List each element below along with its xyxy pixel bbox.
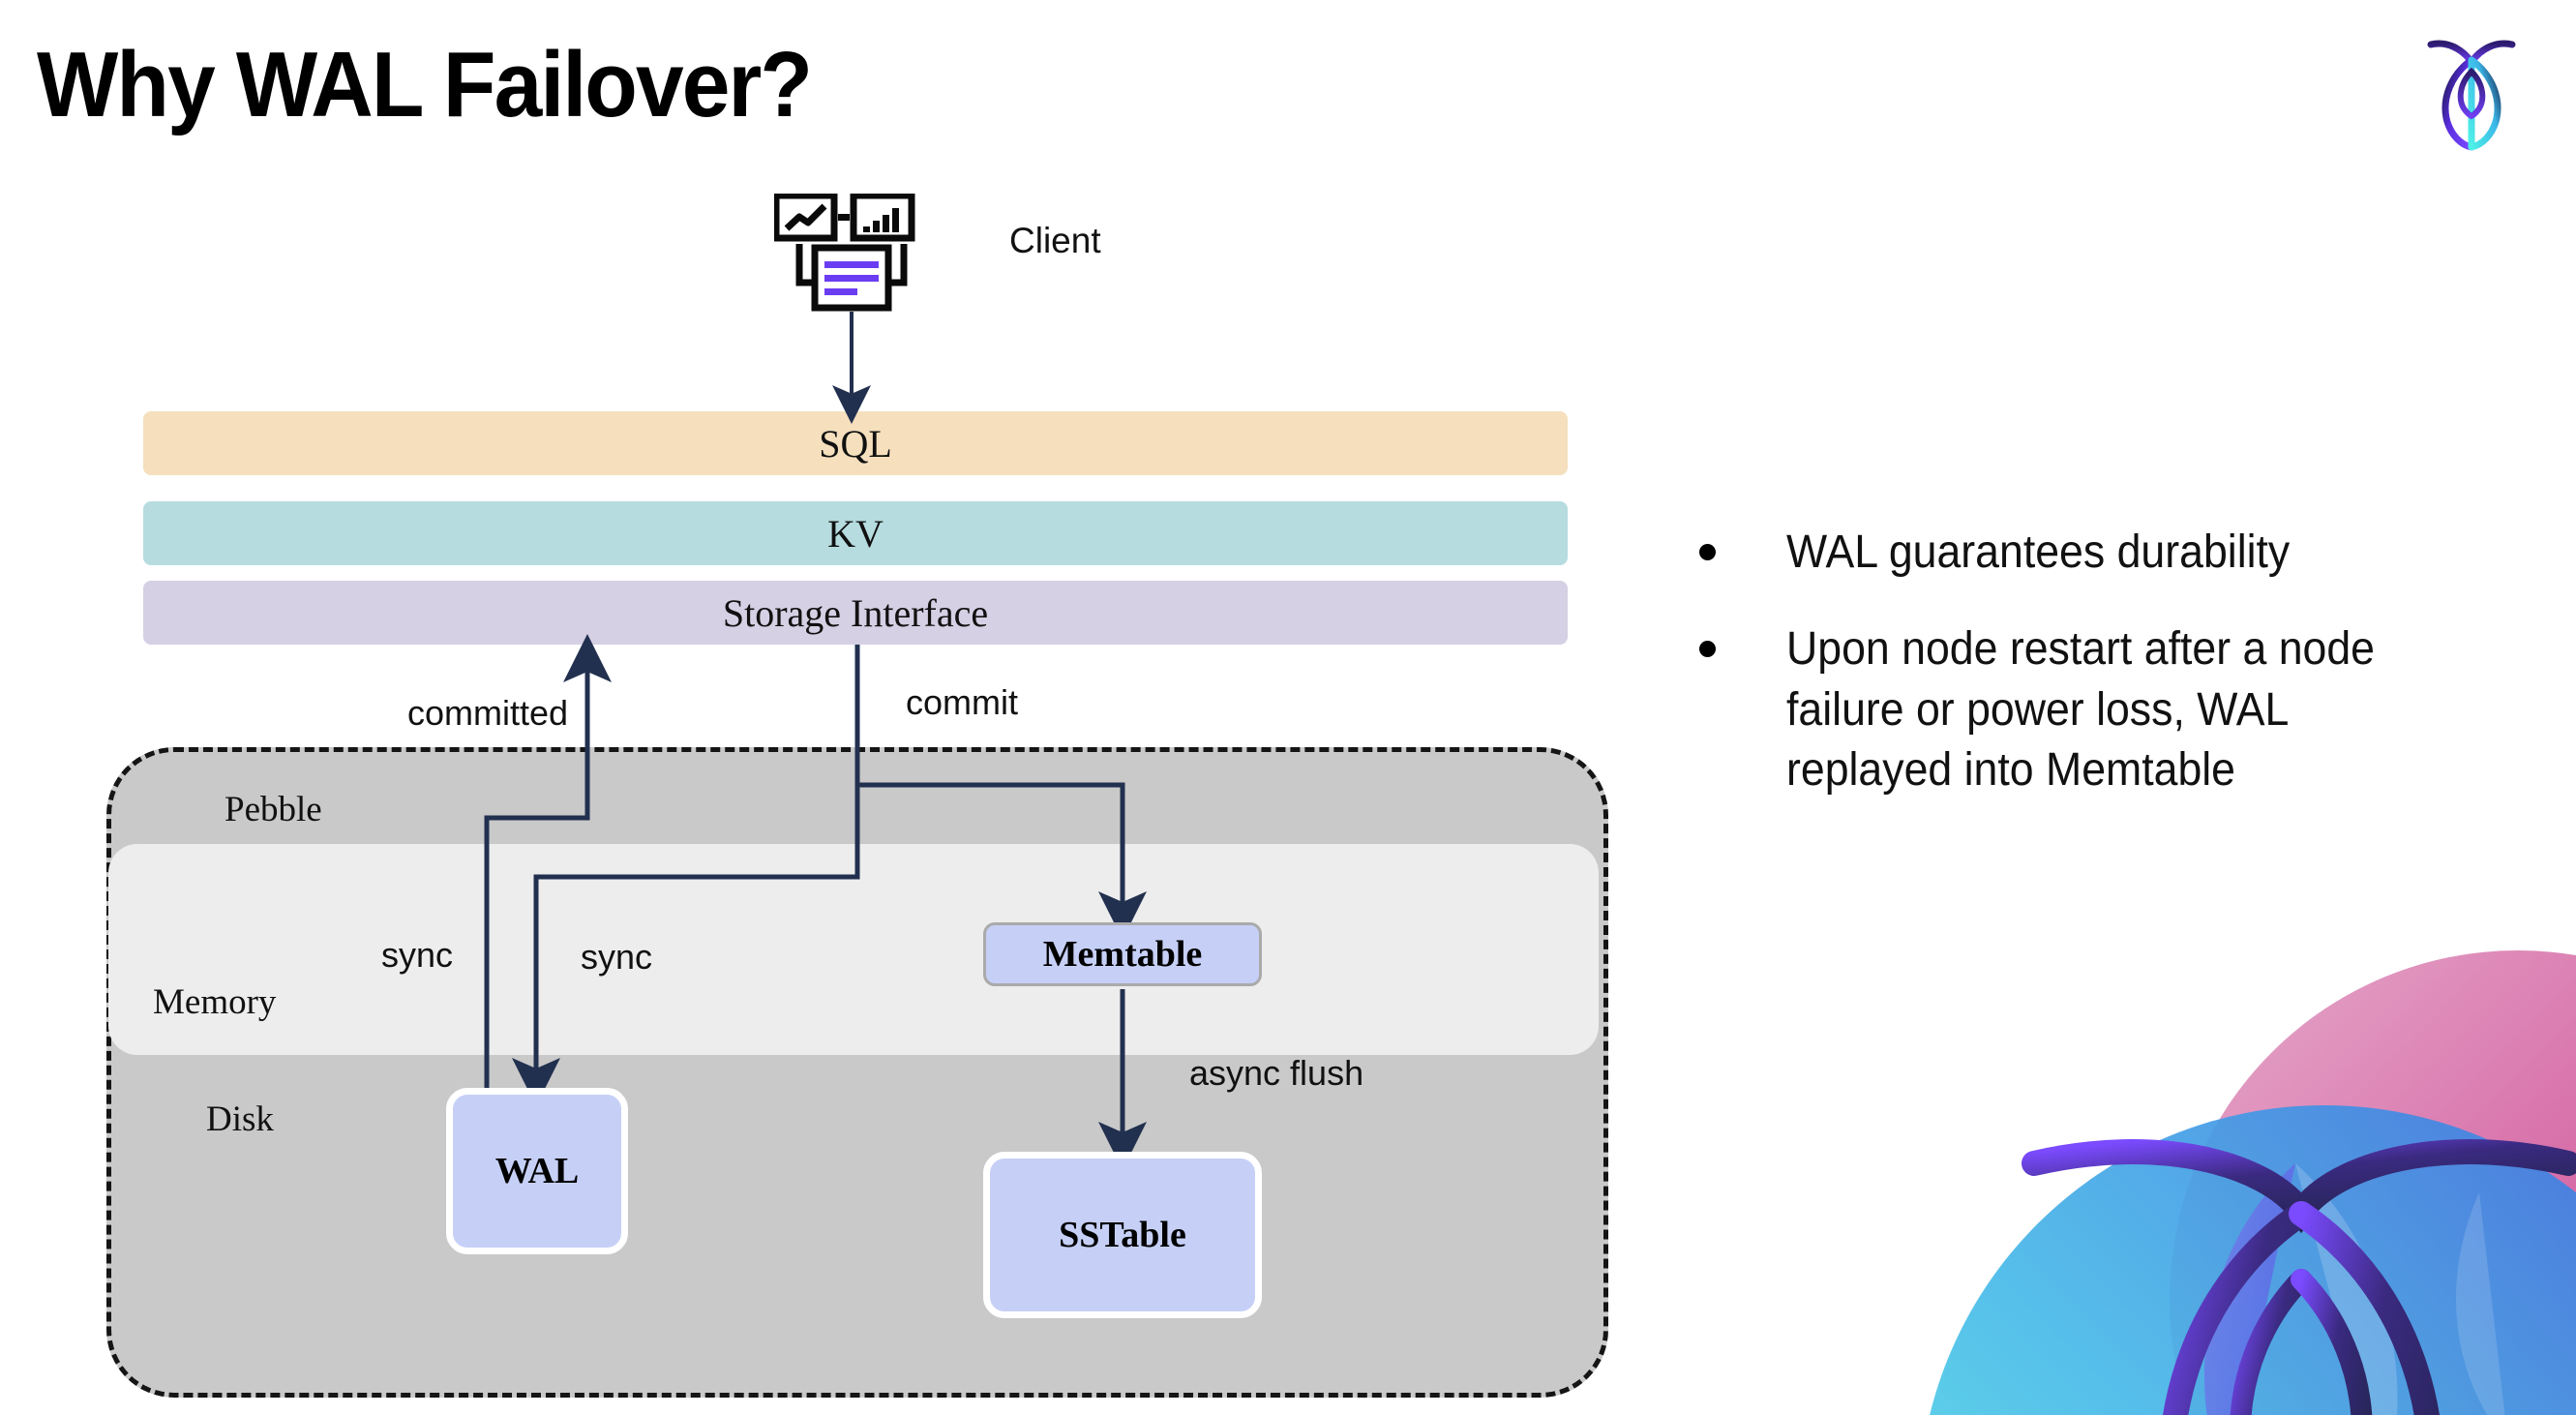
edge-label-sync-left: sync (381, 935, 454, 975)
bullet-text: WAL guarantees durability (1786, 527, 2291, 578)
edge-label-committed: committed (407, 693, 569, 733)
edge-label-commit: commit (906, 682, 1018, 722)
node-wal: WAL (446, 1088, 628, 1254)
node-sstable-label: SSTable (1059, 1215, 1186, 1255)
decorative-corner-artwork (1841, 873, 2576, 1415)
list-item: WAL guarantees durability (1699, 523, 2473, 583)
bullet-dot-icon (1699, 544, 1716, 560)
pebble-label: Pebble (225, 790, 322, 829)
bullet-dot-icon (1699, 641, 1716, 658)
edge-label-sync-right: sync (581, 937, 653, 977)
page-title: Why WAL Failover? (37, 33, 813, 136)
disk-label: Disk (206, 1099, 274, 1139)
layer-bar-sql-label: SQL (819, 421, 892, 466)
cockroachdb-logo (2417, 27, 2526, 153)
layer-bar-storage-interface-label: Storage Interface (722, 590, 989, 635)
node-wal-label: WAL (494, 1151, 580, 1191)
memory-label: Memory (153, 982, 277, 1022)
layer-bar-storage-interface: Storage Interface (143, 581, 1568, 645)
list-item: Upon node restart after a node failure o… (1699, 619, 2473, 800)
node-memtable: Memtable (983, 922, 1262, 986)
layer-bar-sql: SQL (143, 411, 1568, 475)
bullet-list: WAL guarantees durability Upon node rest… (1699, 523, 2473, 838)
layer-bar-kv: KV (143, 501, 1568, 565)
memory-zone (108, 844, 1599, 1055)
node-memtable-label: Memtable (1042, 934, 1203, 975)
client-dashboard-icon (772, 192, 929, 312)
node-sstable: SSTable (983, 1152, 1262, 1318)
layer-bar-kv-label: KV (827, 511, 884, 556)
client-label: Client (1009, 221, 1101, 260)
bullet-text: Upon node restart after a node failure o… (1786, 623, 2376, 797)
edge-label-async-flush: async flush (1189, 1053, 1364, 1093)
